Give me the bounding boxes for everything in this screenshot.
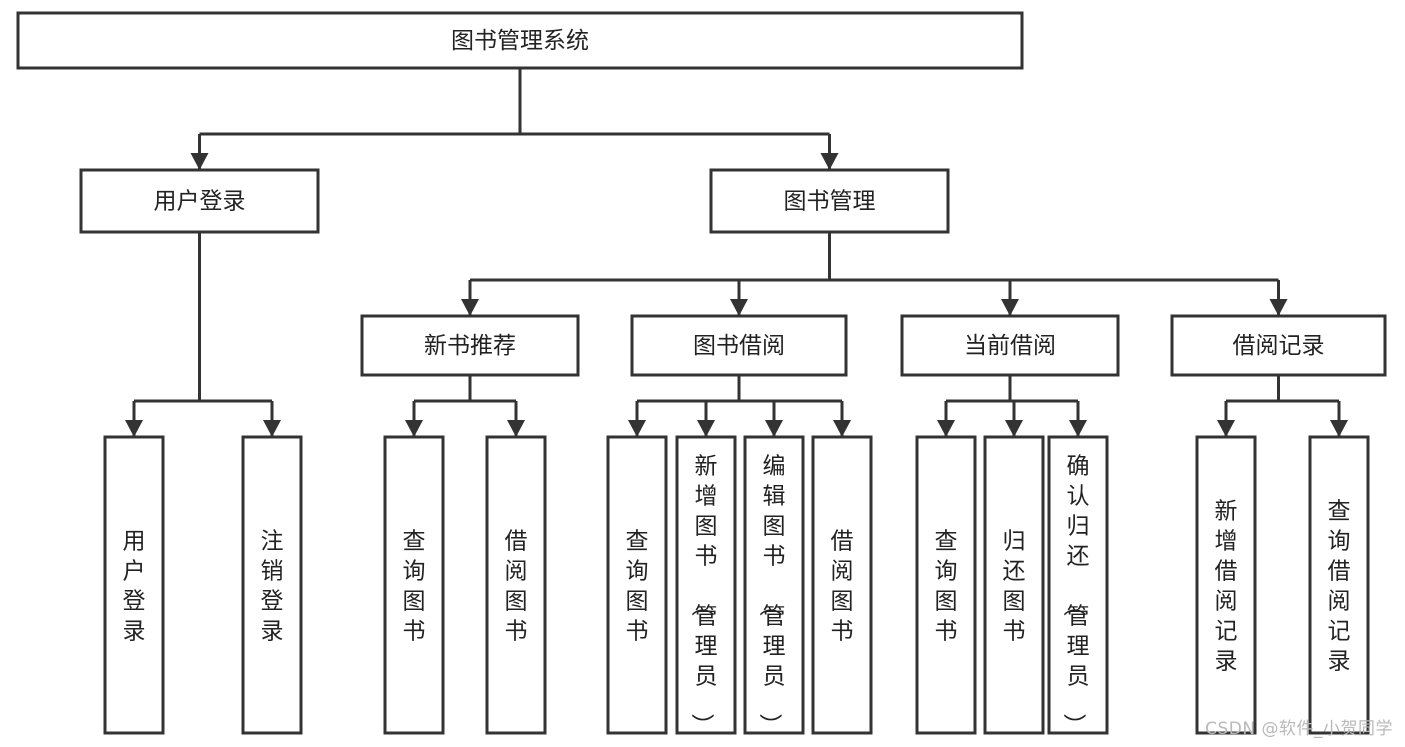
- arrow-head-icon: [628, 420, 646, 437]
- node-label: 借阅记录: [1233, 333, 1325, 359]
- arrow-head-icon: [405, 420, 423, 437]
- node-label: 用户登录: [154, 189, 246, 215]
- node-leaf1[interactable]: 用户登录: [103, 435, 165, 735]
- node-label: 图书管理系统: [451, 28, 589, 54]
- node-leaf2[interactable]: 注销登录: [241, 435, 303, 735]
- node-box: [1047, 435, 1109, 735]
- node-box: [915, 435, 977, 735]
- node-box: [675, 435, 737, 735]
- arrow-head-icon: [1001, 299, 1019, 316]
- watermark-label: CSDN @软件_小贺同学: [1205, 719, 1393, 739]
- node-l2a[interactable]: 新书推荐: [360, 314, 580, 377]
- node-l2c[interactable]: 当前借阅: [900, 314, 1120, 377]
- node-leaf4[interactable]: 借阅图书: [485, 435, 547, 735]
- node-box: [630, 314, 848, 377]
- node-box: [811, 435, 873, 735]
- node-label: 归还图书: [1003, 528, 1026, 644]
- node-box: [1170, 314, 1387, 377]
- node-label: 借阅图书: [831, 528, 854, 644]
- node-leaf12[interactable]: 新增借阅记录: [1195, 435, 1257, 735]
- node-box: [79, 168, 320, 234]
- node-label: 查询图书: [935, 528, 958, 644]
- node-label: 确认归还（管理员）: [1061, 453, 1090, 736]
- node-label: 查询图书: [626, 528, 649, 644]
- node-leaf3[interactable]: 查询图书: [383, 435, 445, 735]
- arrow-head-icon: [263, 420, 281, 437]
- node-label: 当前借阅: [964, 333, 1056, 359]
- node-box: [241, 435, 303, 735]
- node-label: 注销登录: [261, 528, 284, 644]
- node-box: [383, 435, 445, 735]
- node-box: [16, 11, 1024, 70]
- arrow-head-icon: [190, 153, 209, 170]
- node-label: 图书借阅: [693, 333, 785, 359]
- node-box: [360, 314, 580, 377]
- node-box: [103, 435, 165, 735]
- node-label: 查询借阅记录: [1328, 498, 1351, 674]
- node-box: [1195, 435, 1257, 735]
- node-box: [983, 435, 1045, 735]
- node-leaf8[interactable]: 借阅图书: [811, 435, 873, 735]
- node-l2d[interactable]: 借阅记录: [1170, 314, 1387, 377]
- node-box: [900, 314, 1120, 377]
- arrow-head-icon: [1330, 420, 1348, 437]
- arrow-head-icon: [937, 420, 955, 437]
- node-leaf13[interactable]: 查询借阅记录: [1308, 435, 1370, 735]
- node-box: [1308, 435, 1370, 735]
- edge-group-root: [190, 68, 839, 170]
- node-leaf10[interactable]: 归还图书: [983, 435, 1045, 735]
- node-box: [606, 435, 668, 735]
- node-leaf9[interactable]: 查询图书: [915, 435, 977, 735]
- arrow-head-icon: [1069, 420, 1087, 437]
- node-label: 用户登录: [123, 528, 146, 644]
- arrow-head-icon: [1269, 299, 1288, 316]
- edge-group-l1b: [461, 232, 1288, 316]
- edge-group-l2d: [1217, 375, 1348, 437]
- node-box: [485, 435, 547, 735]
- node-leaf7[interactable]: 编辑图书（管理员）: [743, 435, 805, 736]
- node-label: 查询图书: [403, 528, 426, 644]
- arrow-head-icon: [461, 299, 479, 316]
- node-label: 新增借阅记录: [1215, 498, 1238, 674]
- arrow-head-icon: [833, 420, 851, 437]
- node-label: 编辑图书（管理员）: [757, 453, 786, 736]
- arrow-head-icon: [507, 420, 525, 437]
- connectors-layer: [125, 68, 1348, 437]
- nodes-layer: 图书管理系统用户登录图书管理新书推荐图书借阅当前借阅借阅记录用户登录注销登录查询…: [16, 11, 1387, 736]
- node-l1a[interactable]: 用户登录: [79, 168, 320, 234]
- arrow-head-icon: [820, 153, 839, 170]
- node-label: 新书推荐: [424, 333, 516, 359]
- node-leaf6[interactable]: 新增图书（管理员）: [675, 435, 737, 736]
- arrow-head-icon: [697, 420, 715, 437]
- node-root[interactable]: 图书管理系统: [16, 11, 1024, 70]
- arrow-head-icon: [730, 299, 748, 316]
- edge-group-l2b: [628, 375, 851, 437]
- node-label: 借阅图书: [505, 528, 528, 644]
- edge-group-l2a: [405, 375, 525, 437]
- arrow-head-icon: [765, 420, 783, 437]
- node-label: 图书管理: [784, 189, 876, 215]
- node-leaf5[interactable]: 查询图书: [606, 435, 668, 735]
- node-l1b[interactable]: 图书管理: [709, 168, 950, 234]
- arrow-head-icon: [1217, 420, 1235, 437]
- arrow-head-icon: [125, 420, 143, 437]
- node-box: [709, 168, 950, 234]
- edge-group-l1a: [125, 232, 281, 437]
- node-l2b[interactable]: 图书借阅: [630, 314, 848, 377]
- node-label: 新增图书（管理员）: [689, 453, 718, 736]
- node-leaf11[interactable]: 确认归还（管理员）: [1047, 435, 1109, 736]
- arrow-head-icon: [1005, 420, 1023, 437]
- node-box: [743, 435, 805, 735]
- edge-group-l2c: [937, 375, 1087, 437]
